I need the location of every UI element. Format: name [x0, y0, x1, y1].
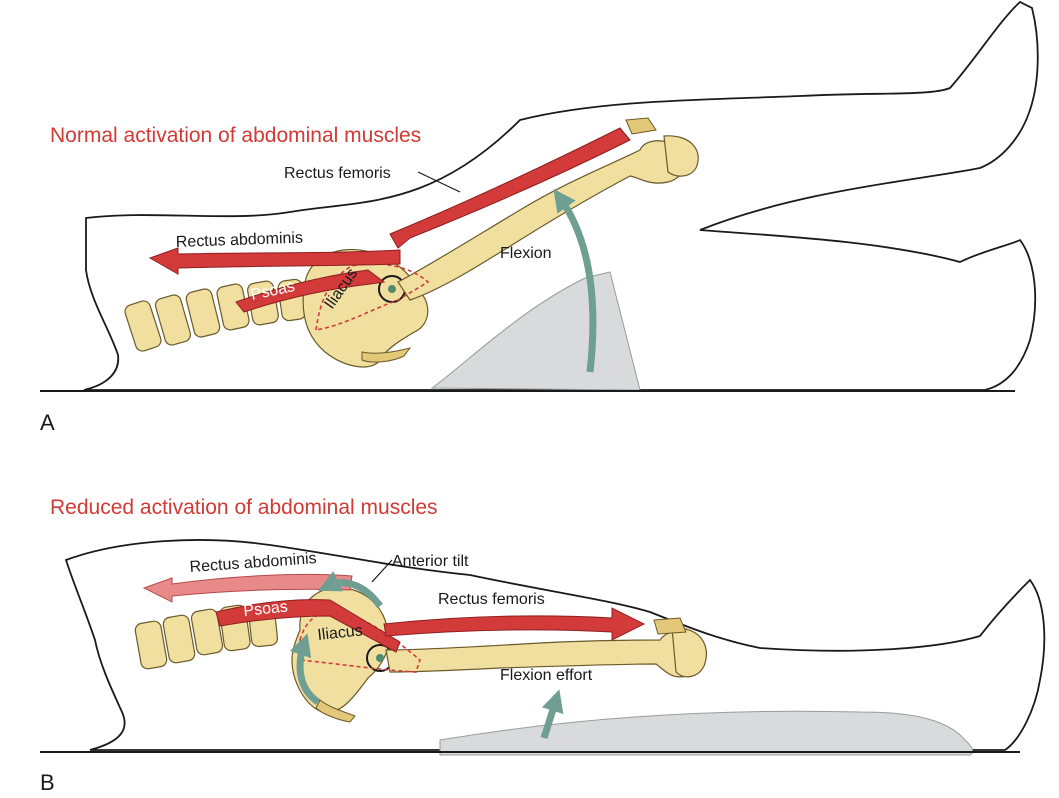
panel-b-hip-axis: [376, 654, 384, 662]
panel-b-heading: Reduced activation of abdominal muscles: [50, 496, 438, 519]
panel-a-patella: [625, 117, 657, 135]
panel-b-label-flexion-effort: Flexion effort: [500, 667, 593, 684]
panel-b-leader-anterior-tilt: [371, 559, 393, 583]
panel-b-psoas-muscle: [215, 599, 401, 653]
panel-a-letter: A: [40, 410, 55, 435]
panel-a-label-rectus-femoris: Rectus femoris: [284, 165, 391, 182]
panel-b-label-iliacus: Iliacus: [317, 622, 364, 644]
panel-a: Normal activation of abdominal muscles: [40, 0, 1039, 435]
panel-b-flexion-effort-arrow: [540, 689, 564, 740]
panel-a-flexion-arrow: [553, 188, 597, 373]
panel-b-leg-support: [439, 710, 973, 756]
panel-b-label-psoas: Psoas: [243, 598, 289, 620]
panel-a-rectus-abdominis-muscle: [148, 247, 401, 275]
panel-a-leader-rectus-femoris: [417, 171, 461, 193]
panel-b-label-anterior-tilt: Anterior tilt: [392, 553, 469, 570]
panel-a-rectus-femoris-muscle: [389, 127, 631, 249]
panel-a-label-rectus-abdominis: Rectus abdominis: [176, 230, 304, 251]
panel-a-psoas-muscle: [235, 269, 386, 313]
panel-b-femur-condyle: [671, 627, 708, 678]
panel-b-rectus-femoris-muscle: [383, 607, 646, 641]
panel-b-label-rectus-femoris: Rectus femoris: [438, 591, 545, 608]
panel-b: Reduced activation of abdominal muscles: [40, 496, 1046, 795]
panel-a-femur-condyle: [663, 135, 699, 177]
panel-a-hip-axis: [388, 285, 396, 293]
panel-b-letter: B: [40, 770, 55, 795]
panel-a-label-flexion: Flexion: [500, 245, 552, 262]
panel-b-sacrum-tail: [315, 699, 356, 723]
panel-b-anterior-tilt-arrow: [317, 571, 383, 609]
panel-a-sacrum-tail: [361, 347, 412, 363]
panel-b-pelvis-rotation-arrow: [289, 633, 321, 705]
panel-b-patella: [653, 617, 687, 635]
panel-a-heading: Normal activation of abdominal muscles: [50, 124, 421, 147]
